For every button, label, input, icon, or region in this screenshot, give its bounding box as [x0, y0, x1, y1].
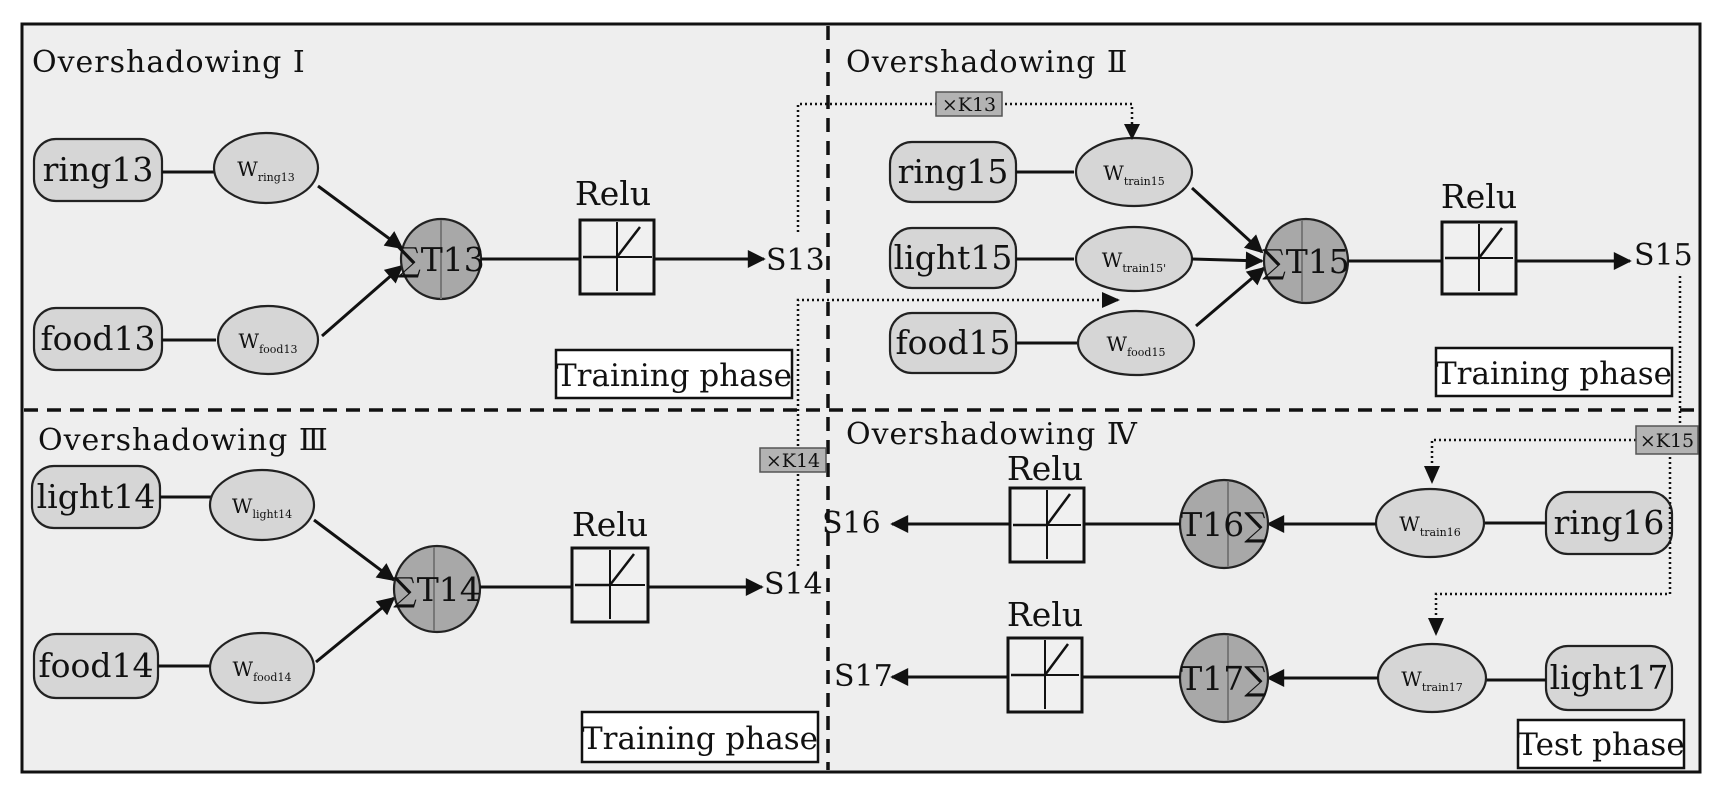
arrowhead	[1102, 292, 1120, 308]
k15-tag	[1635, 425, 1699, 455]
weight-label-food13: Wfood13	[239, 329, 298, 356]
transfer-k15: ×K15	[1424, 276, 1699, 636]
panel-overshadowing-2: Overshadowing Ⅱ ring15 light15 food15 Wt…	[846, 45, 1693, 398]
weight-label-train15-prime: Wtrain15'	[1102, 248, 1166, 275]
panel-overshadowing-1: Overshadowing Ⅰ ring13 food13 Wring13 Wf…	[32, 45, 825, 400]
phase-label: Training phase	[1436, 356, 1672, 392]
k14-label: ×K14	[766, 450, 820, 472]
activation-label-relu: Relu	[1007, 449, 1083, 488]
output-label-s15: S15	[1634, 238, 1693, 273]
weight-node-train15-prime	[1074, 225, 1194, 293]
phase-box	[580, 710, 820, 764]
phase-label: Test phase	[1517, 727, 1684, 763]
weight-node-train17	[1376, 642, 1488, 714]
input-label-light17: light17	[1550, 658, 1669, 697]
input-label-food15: food15	[895, 323, 1010, 362]
panel-overshadowing-3: Overshadowing Ⅲ light14 food14 Wlight14 …	[30, 423, 823, 764]
sum-label-t17: T17∑	[1180, 659, 1268, 698]
panel-1-title: Overshadowing Ⅰ	[32, 45, 306, 80]
phase-label: Training phase	[556, 358, 792, 394]
sum-label-t15: ∑T15	[1262, 242, 1350, 281]
relu-icon	[578, 218, 656, 296]
weight-label-food15: Wfood15	[1107, 332, 1166, 359]
phase-box	[1434, 346, 1674, 398]
phase-label: Training phase	[582, 721, 818, 757]
sum-label-t13: ∑T13	[397, 240, 485, 279]
input-label-ring13: ring13	[43, 150, 154, 189]
sum-node-t14	[392, 544, 482, 634]
input-label-food13: food13	[40, 319, 155, 358]
k14-tag	[759, 447, 827, 473]
output-label-s17: S17	[834, 659, 893, 694]
k15-label: ×K15	[1640, 430, 1694, 452]
output-label-s14: S14	[764, 567, 823, 602]
output-label-s13: S13	[766, 243, 825, 278]
weight-label-light14: Wlight14	[232, 494, 292, 521]
weight-node-food15	[1076, 309, 1196, 377]
weight-label-train15: Wtrain15	[1103, 161, 1164, 188]
weight-node-train15	[1074, 136, 1194, 208]
weight-node-light14	[208, 468, 316, 542]
input-label-food14: food14	[38, 646, 153, 685]
edge-arrow	[1195, 266, 1266, 328]
weight-label-ring13: Wring13	[237, 157, 294, 184]
input-node-ring13	[32, 137, 164, 203]
phase-box	[1516, 718, 1686, 770]
weight-node-ring13	[212, 131, 320, 205]
weight-label-food14: Wfood14	[233, 657, 292, 684]
arrowhead	[1428, 618, 1444, 636]
activation-label-relu: Relu	[1007, 595, 1083, 634]
dotted-connector	[796, 298, 1118, 566]
phase-box	[554, 348, 794, 400]
sum-label-t14: ∑T14	[393, 570, 481, 609]
input-label-ring16: ring16	[1554, 503, 1665, 542]
edge-arrow	[1190, 186, 1264, 254]
weight-node-food14	[208, 631, 316, 705]
activation-label-relu: Relu	[1441, 177, 1517, 216]
input-node-light17	[1544, 644, 1674, 712]
edge-arrow	[1191, 251, 1264, 270]
edge-arrow	[317, 184, 404, 250]
panel-2-title: Overshadowing Ⅱ	[846, 45, 1128, 80]
weight-node-food13	[216, 304, 320, 376]
transfer-k13: ×K13	[796, 91, 1140, 232]
sum-label-t16: T16∑	[1180, 505, 1268, 544]
arrowhead	[1124, 124, 1140, 140]
weight-label-train17: Wtrain17	[1401, 667, 1462, 694]
edge-arrow	[321, 264, 404, 338]
panel-4-title: Overshadowing Ⅳ	[846, 417, 1138, 452]
panel-3-title: Overshadowing Ⅲ	[38, 423, 329, 458]
weight-label-train16: Wtrain16	[1399, 512, 1460, 539]
dotted-connector	[1434, 452, 1672, 628]
k13-tag	[935, 91, 1003, 117]
edge-arrow	[315, 596, 396, 664]
panel-overshadowing-4: Overshadowing Ⅳ ring16 Wtrain16 T16∑ Rel…	[822, 417, 1686, 770]
input-label-ring15: ring15	[898, 152, 1009, 191]
activation-label-relu: Relu	[575, 174, 651, 213]
transfer-k14: ×K14	[759, 292, 1120, 566]
relu-icon	[570, 546, 650, 624]
k13-label: ×K13	[942, 94, 996, 116]
relu-icon	[1006, 636, 1084, 714]
activation-label-relu: Relu	[572, 505, 648, 544]
arrowhead	[1424, 466, 1440, 484]
weight-node-train16	[1374, 487, 1486, 559]
input-label-light14: light14	[37, 477, 156, 516]
input-label-light15: light15	[894, 238, 1013, 277]
output-label-s16: S16	[822, 506, 881, 541]
relu-icon	[1008, 486, 1086, 564]
edge-arrow	[313, 518, 396, 582]
relu-icon	[1440, 220, 1518, 296]
